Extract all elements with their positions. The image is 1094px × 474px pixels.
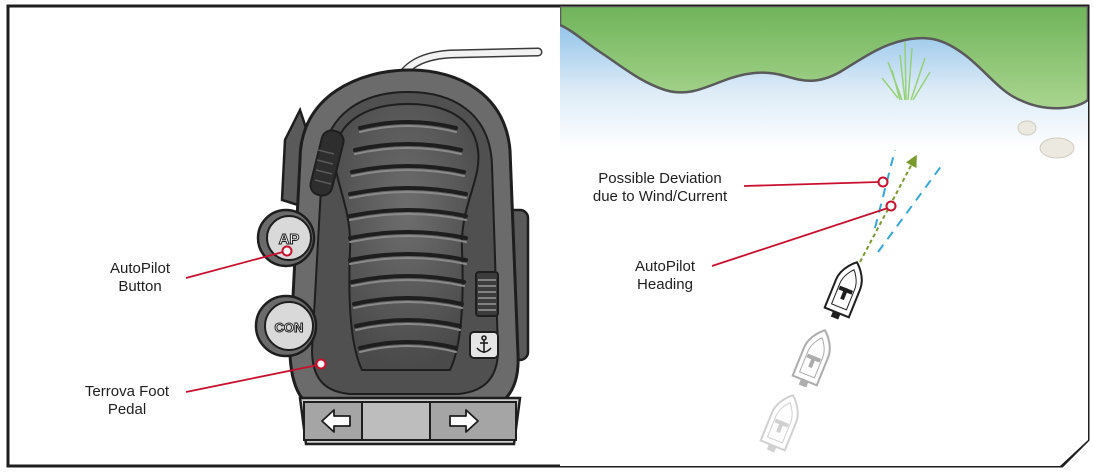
heading-callout-line2: Heading: [637, 276, 693, 293]
deviation-line-right: [877, 164, 943, 253]
foot-pedal-leader: [185, 364, 319, 393]
reed-icon: [881, 41, 931, 101]
con-button-label: CON: [275, 320, 304, 335]
foot-pedal-callout: Terrova Foot Pedal: [72, 383, 182, 419]
con-button[interactable]: CON: [254, 294, 318, 358]
steer-left-button[interactable]: [303, 401, 363, 441]
autopilot-button-callout-line1: AutoPilot: [109, 260, 171, 277]
left-arrow-icon: [321, 409, 351, 433]
foot-pedal-callout-line1: Terrova Foot: [84, 383, 170, 400]
callout-dots: [281, 176, 897, 370]
heading-leader: [711, 207, 889, 267]
ap-button[interactable]: AP: [256, 208, 316, 268]
deviation-line-left: [874, 149, 896, 229]
heading-arrow: [859, 154, 917, 263]
boat-icon: [791, 329, 831, 388]
boat-icon: [759, 394, 799, 453]
autopilot-button-callout: AutoPilot Button: [100, 260, 180, 296]
deviation-callout: Possible Deviation due to Wind/Current: [578, 170, 742, 206]
callout-lines: [185, 181, 889, 393]
speed-wheel: [475, 271, 499, 317]
steer-center: [361, 401, 431, 441]
foot-pedal-callout-line2: Pedal: [107, 401, 147, 418]
foot-pedal: AP CON: [254, 47, 543, 446]
heading-callout-line1: AutoPilot: [634, 258, 696, 275]
deviation-leader: [743, 181, 880, 187]
deviation-callout-line2: due to Wind/Current: [592, 188, 728, 205]
shoreline: [560, 6, 1088, 110]
boat-icon: [823, 261, 863, 320]
rock-icon: [1017, 120, 1037, 136]
autopilot-button-leader: [185, 251, 284, 279]
autopilot-button-callout-line2: Button: [118, 278, 162, 295]
heading-callout: AutoPilot Heading: [620, 258, 710, 294]
right-arrow-icon: [449, 409, 479, 433]
rock-icon: [1039, 137, 1075, 159]
pedal-ribs: [348, 120, 468, 350]
ap-button-label: AP: [279, 231, 300, 248]
water-scene: [560, 6, 1088, 466]
deviation-callout-line1: Possible Deviation: [598, 170, 722, 187]
anchor-icon: [476, 335, 492, 353]
